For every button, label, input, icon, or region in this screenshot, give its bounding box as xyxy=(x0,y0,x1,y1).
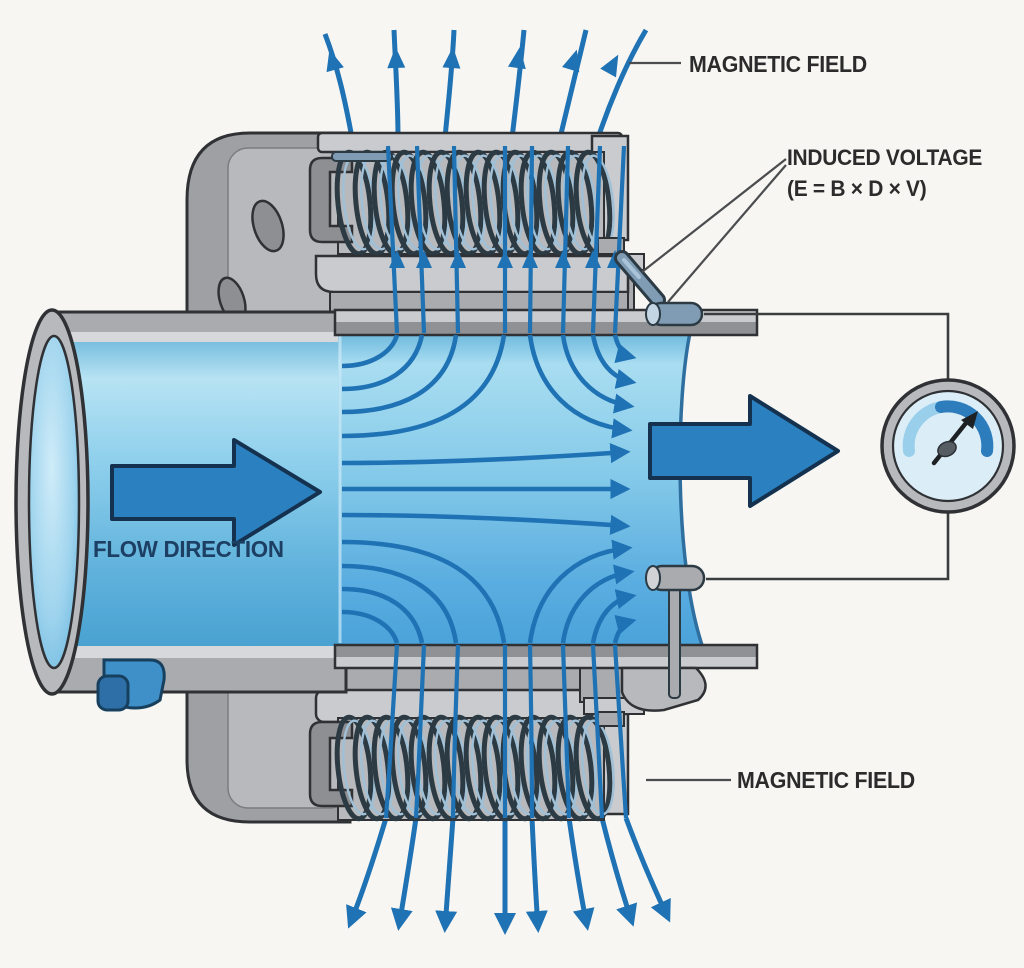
induced-voltage-formula: (E = B × D × V) xyxy=(787,176,927,201)
electrode-wires xyxy=(704,312,950,581)
pipe-opening-water xyxy=(27,334,81,670)
flow-exit-arrow-icon xyxy=(648,394,840,508)
tube-top-wall xyxy=(333,308,759,337)
streamlines-with-arrows xyxy=(341,334,637,644)
magnetic-field-lines-top-fan xyxy=(322,28,649,139)
tube-bottom-lip xyxy=(620,666,707,712)
tube-bottom-wall xyxy=(333,643,759,670)
top-electrode xyxy=(614,250,704,327)
flow-direction-label: FLOW DIRECTION xyxy=(93,536,284,562)
induced-voltage-line1: INDUCED VOLTAGE xyxy=(787,145,982,170)
label-leader-lines xyxy=(629,61,787,782)
magnetic-field-arrowheads-top xyxy=(326,47,619,78)
magnetic-field-lines-bottom-fan xyxy=(346,817,671,935)
magnetic-field-label-top: MAGNETIC FIELD xyxy=(689,51,867,77)
induced-voltage-label: INDUCED VOLTAGE (E = B × D × V) xyxy=(787,142,982,204)
streamlines-left-fan xyxy=(341,334,507,644)
bottom-electrode xyxy=(645,564,706,699)
field-lines-through-bottom-coil xyxy=(383,644,629,819)
magnetic-field-label-bottom: MAGNETIC FIELD xyxy=(737,767,915,793)
flow-direction-arrow-icon xyxy=(110,438,322,547)
voltmeter-gauge-icon xyxy=(880,378,1016,514)
gauge-needle-icon xyxy=(931,411,978,466)
top-pole-plates xyxy=(314,254,630,313)
bottom-coil-assembly xyxy=(308,667,645,820)
field-lines-through-top-coil xyxy=(385,145,627,334)
bolt-hole xyxy=(251,199,285,253)
